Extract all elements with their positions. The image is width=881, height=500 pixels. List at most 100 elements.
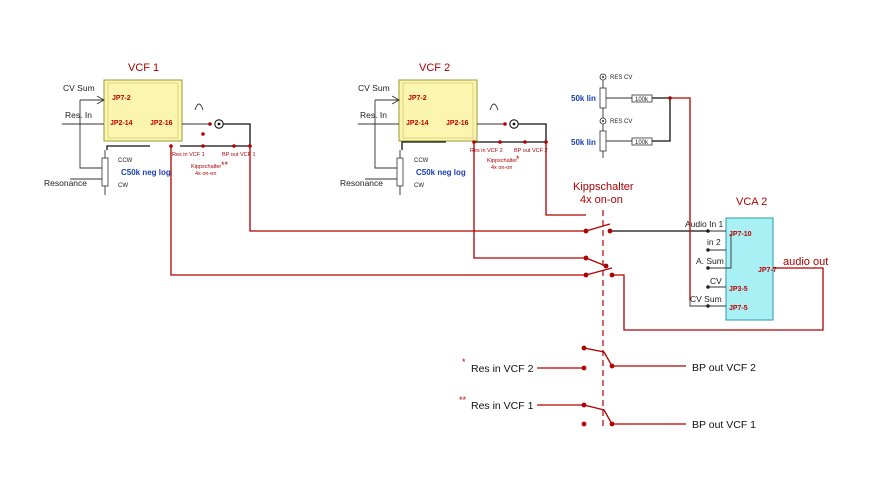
vcf2-ccw-label: CCW <box>414 158 429 164</box>
vcf2-node-d <box>498 140 502 144</box>
res-cv-label-bottom: RES CV <box>610 119 632 125</box>
wire-vcf1-res-to-sw3 <box>170 146 586 276</box>
legend-res-in-vcf1: Res in VCF 1 <box>471 400 534 412</box>
vcf1-4x-label: 4x on-on <box>195 171 216 177</box>
legend-star-1: * <box>462 357 466 367</box>
vcf1-node-b <box>201 132 205 136</box>
vca2-node-in2 <box>706 248 710 252</box>
vcf2-cvsum-wire <box>375 95 400 105</box>
switch-node-2 <box>607 228 613 234</box>
wire-rescv-to-vca-cvsum <box>670 97 691 300</box>
vcf1-cvsum-wire <box>80 95 105 105</box>
vca2-input-leads <box>708 230 732 307</box>
switch-legend: * Res in VCF 2 BP out VCF 2 ** Res in VC… <box>459 345 756 431</box>
vcf2-bandpass-symbol <box>477 103 505 125</box>
vca2-jp-out: JP7-7 <box>758 267 777 274</box>
legend-node-a1 <box>581 345 587 351</box>
legend-node-b1 <box>581 402 587 408</box>
vca2-module: VCA 2 Audio In 1 in 2 A. Sum CV CV Sum J… <box>685 196 828 321</box>
vcf1-title: VCF 1 <box>128 62 159 74</box>
vcf2-jp-cvsum: JP7-2 <box>408 95 427 102</box>
wire-vcf2-bp-to-sw <box>545 142 586 216</box>
vcf2-resonance-label: Resonance <box>340 178 383 188</box>
vcf1-jp-cvsum: JP7-2 <box>112 95 131 102</box>
vcf2-board <box>398 79 478 142</box>
vcf2-node-e <box>523 140 527 144</box>
vca2-jp-in: JP7-10 <box>729 231 752 238</box>
res-cv-jack-bottom-center <box>602 120 604 122</box>
res-cv-pot1-body <box>599 87 607 109</box>
wire-vcf2-res-to-sw2 <box>473 142 586 259</box>
switch-node-4 <box>603 263 609 269</box>
vcf2-res-in-vcf2-label: Res in VCF 2 <box>470 148 503 154</box>
vcf2-output-wire <box>401 123 547 150</box>
res-cv-sum-wire <box>652 97 671 142</box>
vcf2-resin-wire <box>358 100 399 169</box>
vcf2-kippschalter-label: Kippschalter <box>487 158 517 164</box>
vca2-jp-cvsum: JP7-5 <box>729 305 748 312</box>
vcf2-pot-label: C50k neg log <box>416 168 466 177</box>
vcf1-bandpass-symbol <box>182 103 210 125</box>
vcf1-res-in-vcf1-label: Res in VCF 1 <box>172 152 205 158</box>
vca2-board <box>725 217 774 321</box>
vca2-cvsum-label: CV Sum <box>690 294 722 304</box>
vcf1-output-wire <box>106 123 251 150</box>
vcf2-pot-leads <box>365 150 401 195</box>
vca2-title: VCA 2 <box>736 196 767 208</box>
vca2-node-asum <box>706 266 710 270</box>
res-cv-section: RES CV RES CV 100k 100k 50k lin 50k lin <box>571 73 672 158</box>
vcf2-single-star: * <box>516 154 520 164</box>
vcf1-jp-resin: JP2-14 <box>110 120 133 127</box>
vcf2-jp-out: JP2-16 <box>446 120 469 127</box>
switch-node-1 <box>583 228 589 234</box>
vcf2-output-jack-center <box>512 122 516 126</box>
switch-contacts-top <box>585 223 613 276</box>
res-cv-pot-leads <box>602 80 632 158</box>
switch-title: Kippschalter <box>573 181 634 193</box>
vcf2-pot-body <box>396 157 404 187</box>
legend-node-b2 <box>581 421 587 427</box>
vca2-cv-label: CV <box>710 276 722 286</box>
legend-switch-a <box>583 347 613 367</box>
vcf2-bp-out-vcf2-label: BP out VCF 2 <box>514 148 548 154</box>
legend-node-a3 <box>609 363 615 369</box>
vca2-in2-label: in 2 <box>707 237 721 247</box>
wire-vca-out-loop <box>612 267 824 331</box>
vcf1-ccw-label: CCW <box>118 158 133 164</box>
vca2-asum-label: A. Sum <box>696 256 724 266</box>
res-cv-pot1-label: 50k lin <box>571 94 596 103</box>
switch-node-6 <box>609 272 615 278</box>
vcf2-cvsum-label: CV Sum <box>358 83 390 93</box>
vcf1-node-a <box>208 122 212 126</box>
vcf2-node-a <box>503 122 507 126</box>
vcf1-resin-label: Res. In <box>65 110 92 120</box>
vca2-audio-in1-label: Audio In 1 <box>685 219 724 229</box>
vcf1-pot-body <box>101 157 109 187</box>
vcf1-double-star: ** <box>221 160 229 170</box>
vcf2-4x-label: 4x on-on <box>491 165 512 171</box>
legend-bp-out-vcf2: BP out VCF 2 <box>692 362 756 374</box>
vca2-node-cvsum <box>706 304 710 308</box>
vcf1-cw-label: CW <box>118 183 128 189</box>
vcf1-resin-wire <box>62 100 104 169</box>
vcf2-module: VCF 2 JP7-2 JP2-14 JP2-16 CV Sum Res. In… <box>340 62 548 195</box>
legend-switch-b <box>583 404 613 425</box>
res-cv-pot2-body <box>599 130 607 152</box>
vcf2-title: VCF 2 <box>419 62 450 74</box>
signal-wiring <box>170 97 824 331</box>
vcf2-resin-label: Res. In <box>360 110 387 120</box>
res-cv-pot2-label: 50k lin <box>571 138 596 147</box>
vcf2-cw-label: CW <box>414 183 424 189</box>
vcf1-pot-leads <box>70 150 106 195</box>
vcf2-jp-resin: JP2-14 <box>406 120 429 127</box>
vcf1-kippschalter-label: Kippschalter <box>191 164 221 170</box>
vcf1-node-d <box>201 144 205 148</box>
vcf1-board-inner <box>107 82 179 139</box>
legend-bp-out-vcf1: BP out VCF 1 <box>692 419 756 431</box>
switch-subtitle: 4x on-on <box>580 194 623 206</box>
vcf1-module: VCF 1 JP7-2 JP2-14 JP2-16 CV Sum Res. In… <box>44 62 256 195</box>
vca2-audio-out-label: audio out <box>783 256 828 268</box>
legend-node-b3 <box>609 421 615 427</box>
